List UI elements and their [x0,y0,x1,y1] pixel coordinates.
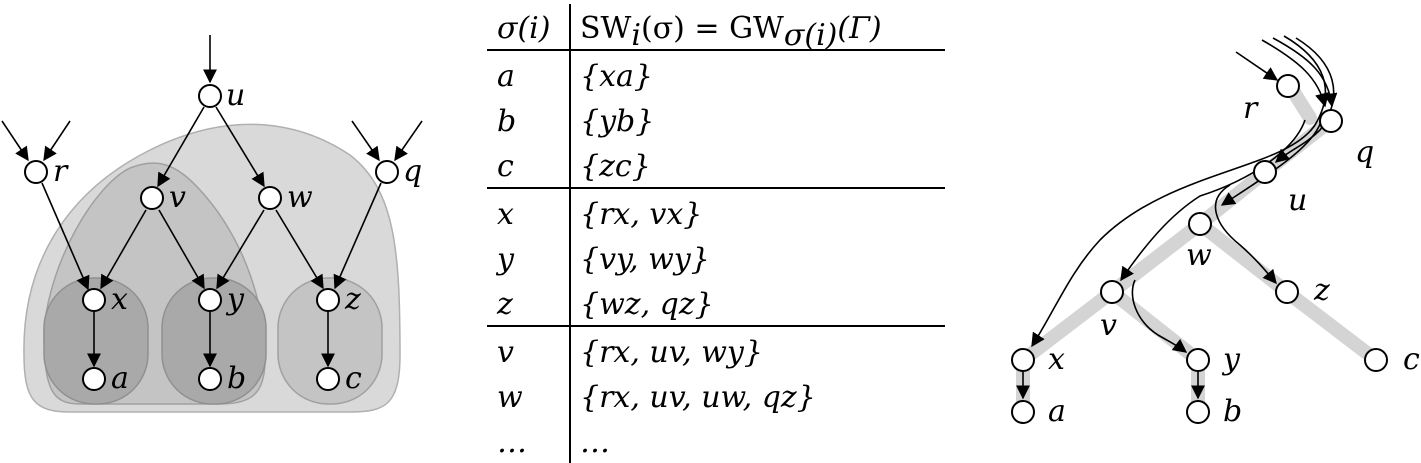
right-node-y [1186,348,1210,372]
table-cell-sw: {rx, vx} [580,197,702,232]
label-y: y [225,282,245,317]
right-in-q-1 [1261,39,1329,108]
edge-r-x [41,182,90,291]
right-node-c [1364,348,1388,372]
edge-q-z [333,182,382,290]
flow-to-v [1120,119,1306,282]
right-label-u: u [1288,183,1307,218]
right-node-b [1186,400,1210,424]
right-label-v: v [1100,308,1117,343]
right-node-x [1011,348,1035,372]
table-cell-sigma: y [495,242,515,277]
label-a: a [111,361,129,396]
table-cell-sw: {yb} [580,104,654,139]
table-cell-sigma: z [496,287,513,322]
right-label-c: c [1403,342,1420,377]
table-cell-sw: {vy, wy} [580,242,710,277]
table-cell-sigma: c [497,149,514,184]
table-header-sigma: σ(i) [497,11,550,46]
edge-v-x [100,209,147,290]
table-cell-sigma: w [497,380,523,415]
edge-u-w [215,106,265,188]
label-c: c [345,361,362,396]
table-cell-sigma: v [497,335,514,370]
label-r: r [53,154,69,189]
flow-to-x [1031,35,1327,348]
right-node-v [1100,280,1124,304]
label-v: v [169,180,186,215]
table-cell-sw: {zc} [580,149,651,184]
table-cell-sigma: b [497,104,516,139]
label-q: q [403,154,422,189]
label-u: u [226,78,245,113]
right-label-b: b [1223,394,1242,429]
edge-w-y [216,209,265,290]
shadow-v-y [1105,285,1205,367]
right-label-q: q [1355,135,1374,170]
shadow-z-c [1280,285,1383,367]
node-b [198,367,222,391]
table-cell-sw: {rx, uv, uw, qz} [580,380,816,415]
sw-table: σ(i) SWi(σ) = GWσ(i)(Γ) a {xa} b {yb} c … [487,4,945,463]
table-cell-sw: {xa} [580,59,653,94]
label-w: w [287,180,313,215]
right-label-r: r [1243,91,1259,126]
flow-to-y [1131,279,1188,353]
left-graph: u r v w q x y z a b c [1,35,423,413]
edge-in-r-2 [43,120,71,162]
node-v [140,186,164,210]
right-in-q-2 [1272,37,1338,108]
right-label-w: w [1186,238,1212,273]
right-label-z: z [1313,273,1330,308]
node-w [258,186,282,210]
right-node-a [1011,400,1035,424]
table-cell-sw: … [580,425,610,460]
right-graph: r q u w v z c x y a b [1011,35,1420,429]
edge-in-r-1 [1,120,29,162]
node-a [82,367,106,391]
table-cell-sigma: x [497,197,514,232]
node-z [316,288,340,312]
right-node-w [1188,212,1212,236]
right-node-z [1275,280,1299,304]
label-b: b [227,361,246,396]
right-label-x: x [1048,342,1065,377]
node-x [82,288,106,312]
node-u [198,84,222,108]
node-c [316,367,340,391]
table-cell-sw: {rx, uv, wy} [580,335,763,370]
flow-to-z [1214,184,1277,285]
label-x: x [111,282,128,317]
edge-in-q-2 [394,120,423,162]
edge-in-q-1 [351,120,380,162]
label-z: z [344,282,361,317]
edge-w-z [275,209,324,290]
region-x [43,277,149,405]
node-q [375,160,399,184]
right-label-y: y [1221,342,1241,377]
region-y [161,277,267,405]
right-node-u [1253,160,1277,184]
right-node-r [1276,74,1300,98]
edge-v-y [158,209,205,290]
node-r [24,160,48,184]
table-cell-sigma: … [497,425,527,460]
right-label-a: a [1048,394,1066,429]
right-node-q [1319,109,1343,133]
shadow-v-x [1016,285,1119,367]
right-in-r [1235,51,1279,81]
table-header-sw: SWi(σ) = GWσ(i)(Γ) [580,11,882,53]
node-y [198,288,222,312]
edge-u-v [157,106,205,188]
table-cell-sw: {wz, qz} [580,287,714,322]
region-z [277,277,383,405]
table-cell-sigma: a [497,59,515,94]
flow-to-w [1220,123,1321,206]
